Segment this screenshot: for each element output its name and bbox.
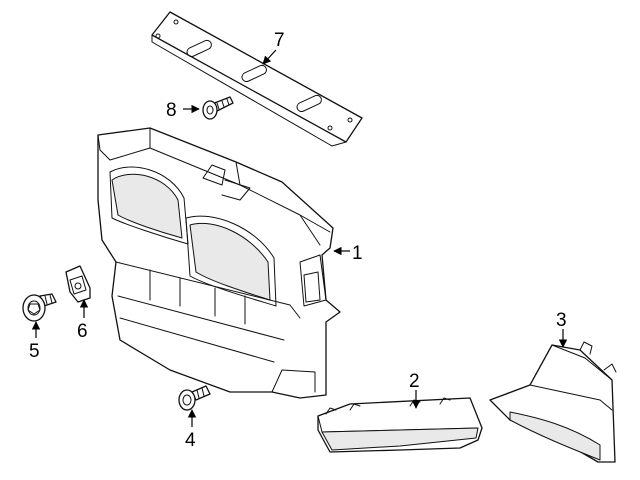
callout-6-label: 6 [77, 321, 88, 342]
part-2-lower-air-deflector[interactable] [317, 397, 483, 453]
callout-2-label: 2 [409, 371, 420, 392]
callout-1: 1 [333, 243, 363, 264]
callout-8-label: 8 [166, 100, 177, 121]
callout-7-label: 7 [274, 30, 285, 51]
callout-1-label: 1 [352, 243, 363, 264]
part-8-bolt[interactable] [202, 96, 234, 120]
part-7-upper-tie-bar[interactable] [151, 11, 363, 147]
callout-7: 7 [262, 30, 285, 65]
part-3-side-air-deflector[interactable] [489, 341, 617, 463]
callout-2: 2 [409, 371, 421, 409]
callout-3-label: 3 [556, 310, 567, 331]
part-5-flange-bolt[interactable] [22, 293, 57, 322]
callout-4-label: 4 [185, 430, 196, 451]
callout-4: 4 [185, 409, 197, 451]
callout-3: 3 [556, 310, 568, 348]
part-4-bolt[interactable] [178, 385, 211, 411]
callout-5-label: 5 [29, 341, 40, 362]
callout-5: 5 [29, 321, 41, 362]
callout-8: 8 [166, 100, 200, 121]
part-1-radiator-support[interactable] [97, 127, 341, 399]
part-6-clip-nut[interactable] [65, 265, 91, 303]
callout-6: 6 [77, 299, 89, 342]
